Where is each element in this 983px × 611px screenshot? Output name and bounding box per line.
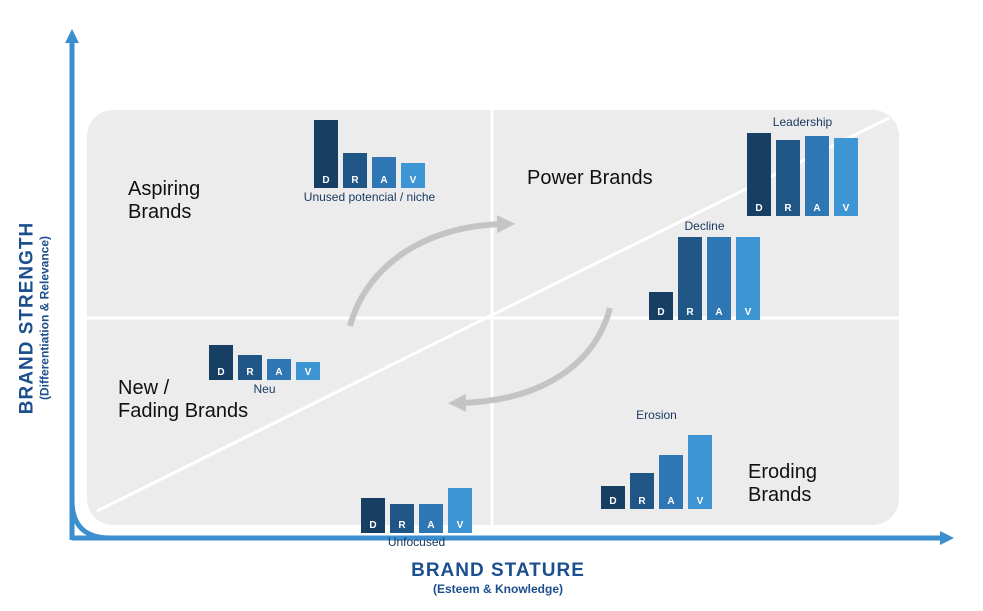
bar-leadership-a: A bbox=[805, 136, 829, 216]
caption-unfocused: Unfocused bbox=[387, 535, 446, 549]
y-axis-subtitle: (Differentiation & Relevance) bbox=[37, 235, 52, 401]
bar-erosion-a: A bbox=[659, 455, 683, 509]
quadrant-label-power: Power Brands bbox=[527, 167, 653, 189]
caption-neu: Neu bbox=[253, 382, 276, 396]
y-axis-title-main: BRAND STRENGTH bbox=[16, 221, 38, 415]
bar-neu-r: R bbox=[238, 355, 262, 380]
bar-neu-a: A bbox=[267, 359, 291, 380]
bar-decline-v: V bbox=[736, 237, 760, 320]
bar-neu-d: D bbox=[209, 345, 233, 380]
caption-leadership: Leadership bbox=[772, 115, 833, 129]
bar-erosion-v: V bbox=[688, 435, 712, 509]
quadrant-label-new-fading: New / Fading Brands bbox=[118, 377, 249, 422]
bar-unused-v: V bbox=[401, 163, 425, 188]
x-axis-title: BRAND STATURE (Esteem & Knowledge) bbox=[411, 560, 585, 596]
cycle-arrow-lower bbox=[448, 307, 613, 412]
bar-leadership-v: V bbox=[834, 138, 858, 216]
x-axis-subtitle: (Esteem & Knowledge) bbox=[432, 582, 564, 596]
bar-unfocused-a: A bbox=[419, 504, 443, 533]
caption-erosion: Erosion bbox=[636, 408, 677, 422]
caption-unused: Unused potencial / niche bbox=[303, 190, 436, 204]
bar-decline-a: A bbox=[707, 237, 731, 320]
caption-decline: Decline bbox=[684, 219, 725, 233]
x-axis-title-main: BRAND STATURE bbox=[411, 560, 585, 581]
axis-corner bbox=[69, 499, 111, 541]
bar-neu-v: V bbox=[296, 362, 320, 380]
quadrant-label-aspiring: Aspiring Brands bbox=[128, 178, 201, 223]
bar-unfocused-v: V bbox=[448, 488, 472, 533]
bar-erosion-d: D bbox=[601, 486, 625, 509]
bar-decline-r: R bbox=[678, 237, 702, 320]
bar-erosion-r: R bbox=[630, 473, 654, 509]
quadrant-label-eroding: Eroding Brands bbox=[748, 461, 817, 506]
bar-unused-r: R bbox=[343, 153, 367, 188]
bar-leadership-r: R bbox=[776, 140, 800, 216]
bar-unfocused-d: D bbox=[361, 498, 385, 533]
bar-unused-d: D bbox=[314, 120, 338, 188]
bar-leadership-d: D bbox=[747, 133, 771, 216]
cycle-arrow-upper bbox=[347, 215, 515, 327]
bar-unfocused-r: R bbox=[390, 504, 414, 533]
y-axis-title: BRAND STRENGTH (Differentiation & Releva… bbox=[17, 222, 52, 414]
bar-unused-a: A bbox=[372, 157, 396, 188]
bar-decline-d: D bbox=[649, 292, 673, 320]
